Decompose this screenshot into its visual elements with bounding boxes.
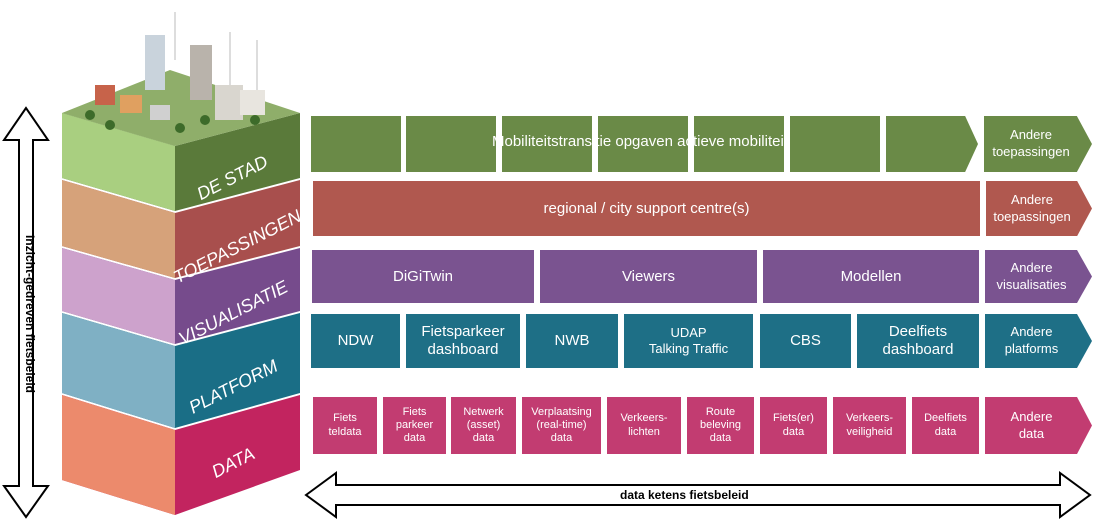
data-item: Verkeers- veiligheid	[833, 397, 906, 454]
data-item: Fiets(er) data	[760, 397, 827, 454]
stad-segment	[502, 116, 592, 172]
stad-segment	[598, 116, 688, 172]
data-item: Route beleving data	[687, 397, 754, 454]
toepassingen-banner: regional / city support centre(s)	[313, 181, 980, 236]
toepassingen-end-arrow: Andere toepassingen	[986, 181, 1092, 236]
stad-end-arrow: Andere toepassingen	[984, 116, 1092, 172]
visualisatie-end-arrow: Andere visualisaties	[985, 250, 1092, 303]
stad-segment	[694, 116, 784, 172]
stad-segment	[311, 116, 401, 172]
vertical-double-arrow	[2, 106, 50, 519]
platform-item: CBS	[760, 314, 851, 368]
platform-item: UDAP Talking Traffic	[624, 314, 753, 368]
visualisatie-item: Viewers	[540, 250, 757, 303]
data-item: Fiets parkeer data	[383, 397, 446, 454]
data-item: Netwerk (asset) data	[451, 397, 516, 454]
platform-item: NDW	[311, 314, 400, 368]
visualisatie-layer-side	[62, 248, 175, 344]
data-item: Verplaatsing (real-time) data	[522, 397, 601, 454]
platform-end-arrow: Andere platforms	[985, 314, 1092, 368]
data-item: Verkeers- lichten	[607, 397, 681, 454]
platform-layer-side	[62, 313, 175, 428]
toepassingen-layer-side	[62, 180, 175, 278]
data-layer-side	[62, 395, 175, 515]
visualisatie-item: Modellen	[763, 250, 979, 303]
platform-item: Fietsparkeer dashboard	[406, 314, 520, 368]
stad-segment	[406, 116, 496, 172]
platform-item: NWB	[526, 314, 618, 368]
data-end-arrow: Andere data	[985, 397, 1092, 454]
city-ground	[62, 70, 300, 146]
city-illustration	[85, 12, 265, 133]
horizontal-double-arrow	[304, 471, 1092, 519]
stad-segment	[886, 116, 978, 172]
left-axis-label: Inzicht-gedreven fietsbeleid	[23, 234, 37, 394]
stad-segment	[790, 116, 880, 172]
stad-layer-side	[62, 113, 175, 211]
platform-item: Deelfiets dashboard	[857, 314, 979, 368]
data-item: Fiets teldata	[313, 397, 377, 454]
bottom-axis-label: data ketens fietsbeleid	[620, 488, 749, 502]
visualisatie-item: DiGiTwin	[312, 250, 534, 303]
stad-banner-text: Mobiliteitstransitie opgaven actieve mob…	[492, 133, 788, 150]
data-item: Deelfiets data	[912, 397, 979, 454]
